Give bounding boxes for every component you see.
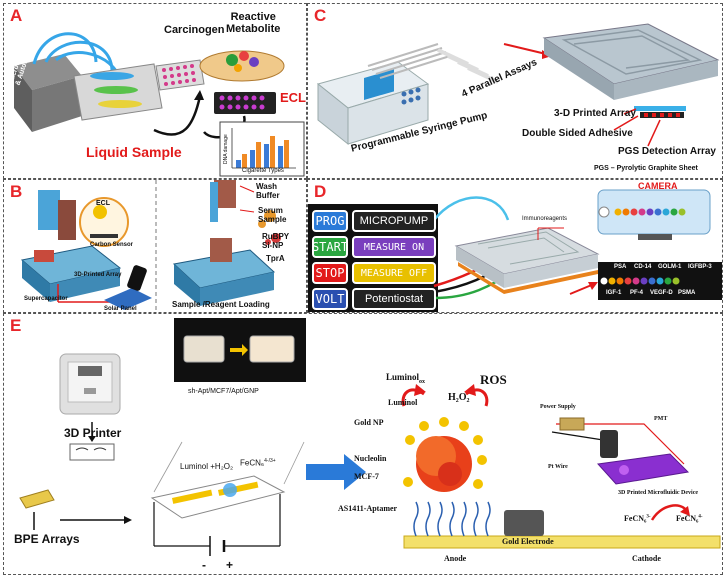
fecn4-sup: 4-	[698, 514, 703, 520]
pt-wire-label: Pt Wire	[548, 464, 568, 470]
ecl-label: ECL	[280, 90, 306, 105]
stop-button[interactable]: STOP	[312, 262, 348, 284]
printer-label: 3D Printer	[64, 426, 122, 440]
reactive-metabolite-label: Reactive Metabolite	[226, 11, 281, 35]
fecn4-text: FeCN₆	[676, 514, 699, 523]
mcf7-label: MCF-7	[354, 472, 379, 481]
minus-label: -	[202, 558, 206, 572]
fecn-label: FeCN₆4-/3+	[240, 458, 276, 468]
carbon-sensor-label: Carbon Sensor	[90, 242, 134, 248]
measure-on-button[interactable]: MEASURE ON	[352, 236, 436, 258]
panel-a-label: A	[10, 6, 23, 25]
marker-vegfd: VEGF-D	[650, 290, 673, 296]
b-ecl-label: ECL	[96, 200, 110, 207]
bpe-label: BPE Arrays	[14, 532, 80, 546]
solar-panel-label: Solar Panel	[104, 306, 137, 312]
mini-bar-chart	[231, 128, 296, 169]
chip-label: sh-Apt/MCF7/Apt/GNP	[188, 388, 259, 395]
tpra-label: TprA	[266, 254, 285, 263]
wash-buffer-label: Wash Buffer	[256, 182, 280, 200]
h2o2-label: H₂O₂	[448, 392, 470, 403]
panel-c-illustration	[316, 23, 720, 147]
camera-dots	[614, 208, 686, 216]
panel-b-illustration	[20, 180, 281, 312]
serum-sample-label: Serum Sample	[258, 206, 287, 224]
marker-psma: PSMA	[678, 290, 696, 296]
nucleolin-label: Nucleolin	[354, 454, 387, 463]
adhesive-label: Double Sided Adhesive	[522, 128, 633, 139]
biomarker-dots	[600, 277, 680, 285]
gold-electrode-label: Gold Electrode	[502, 537, 554, 546]
measure-off-button[interactable]: MEASURE OFF	[352, 262, 436, 284]
panel-a-illustration	[14, 32, 305, 177]
marker-cd14: CD-14	[634, 264, 652, 270]
device-label: 3D Printed Microfluidic Device	[618, 490, 699, 496]
power-supply-label: Power Supply	[540, 404, 576, 410]
panel-e-label: E	[10, 316, 22, 335]
panel-c-label: C	[314, 6, 327, 25]
camera-label: CAMERA	[638, 181, 678, 191]
aptamer-label: AS1411-Aptamer	[338, 504, 398, 513]
panel-e-illustration	[19, 318, 721, 556]
gold-np-label: Gold NP	[354, 418, 384, 427]
panel-b-label: B	[10, 182, 23, 201]
chart-y-axis-label: DNA damage	[223, 134, 229, 164]
luminol-h2o2-label: Luminol +H₂O₂	[180, 462, 234, 471]
fecn3-sup: 3-	[646, 514, 651, 520]
anode-label: Anode	[444, 554, 467, 563]
printed-array-label: 3-D Printed Array	[554, 108, 636, 119]
loading-label: Sample /Reagent Loading	[172, 300, 270, 309]
chart-x-axis-label: Cigarette Types	[242, 168, 284, 174]
panel-b: B ECL Carbon Sensor 3D-Printed Array Sup…	[3, 179, 307, 313]
marker-pf4: PF-4	[630, 290, 644, 296]
immunoreagents-label: Immunoreagents	[522, 216, 568, 222]
panel-c: C Programmable Syringe Pump 4 Parallel A…	[307, 3, 723, 179]
panel-d-label: D	[314, 182, 327, 201]
potentiostat-button[interactable]: Potentiostat	[352, 288, 436, 310]
luminol-ox-sub: ox	[419, 378, 426, 385]
fecn3-label: FeCN₆3-	[624, 514, 651, 523]
marker-igf1: IGF-1	[606, 290, 622, 296]
b-printed-array-label: 3D-Printed Array	[74, 272, 122, 278]
marker-golm1: GOLM-1	[658, 264, 682, 270]
carcinogen-label: Carcinogen	[164, 24, 225, 36]
liquid-sample-label: Liquid Sample	[86, 144, 182, 160]
panel-a: A	[3, 3, 307, 179]
start-button[interactable]: START	[312, 236, 348, 258]
supercapacitor-label: Supercapacitor	[24, 296, 68, 302]
fecn4-label: FeCN₆4-	[676, 514, 703, 523]
fecn-text: FeCN₆	[240, 458, 265, 468]
cathode-label: Cathode	[632, 554, 661, 563]
fecn-sup: 4-/3+	[264, 458, 276, 464]
fecn3-text: FeCN₆	[624, 514, 647, 523]
prog-button[interactable]: PROG	[312, 210, 348, 232]
pgs-note-label: PGS – Pyrolytic Graphite Sheet	[594, 165, 698, 172]
luminol-label: Luminol	[388, 398, 418, 407]
panel-e: E	[3, 313, 723, 575]
panel-d: D PROG	[307, 179, 723, 313]
marker-psa: PSA	[614, 264, 627, 270]
luminol-ox-text: Luminol	[386, 372, 420, 382]
volt-button[interactable]: VOLT	[312, 288, 348, 310]
pmt-label: PMT	[654, 416, 668, 422]
pgs-array-label: PGS Detection Array	[618, 146, 716, 157]
marker-igfbp3: IGFBP-3	[688, 264, 712, 270]
rubpy-label: RuBPY Si-NP	[262, 232, 290, 250]
ros-label: ROS	[480, 372, 507, 387]
luminol-ox-label: Luminolox	[386, 372, 425, 385]
plus-label: +	[226, 558, 234, 572]
micropump-button[interactable]: MICROPUMP	[352, 210, 436, 232]
